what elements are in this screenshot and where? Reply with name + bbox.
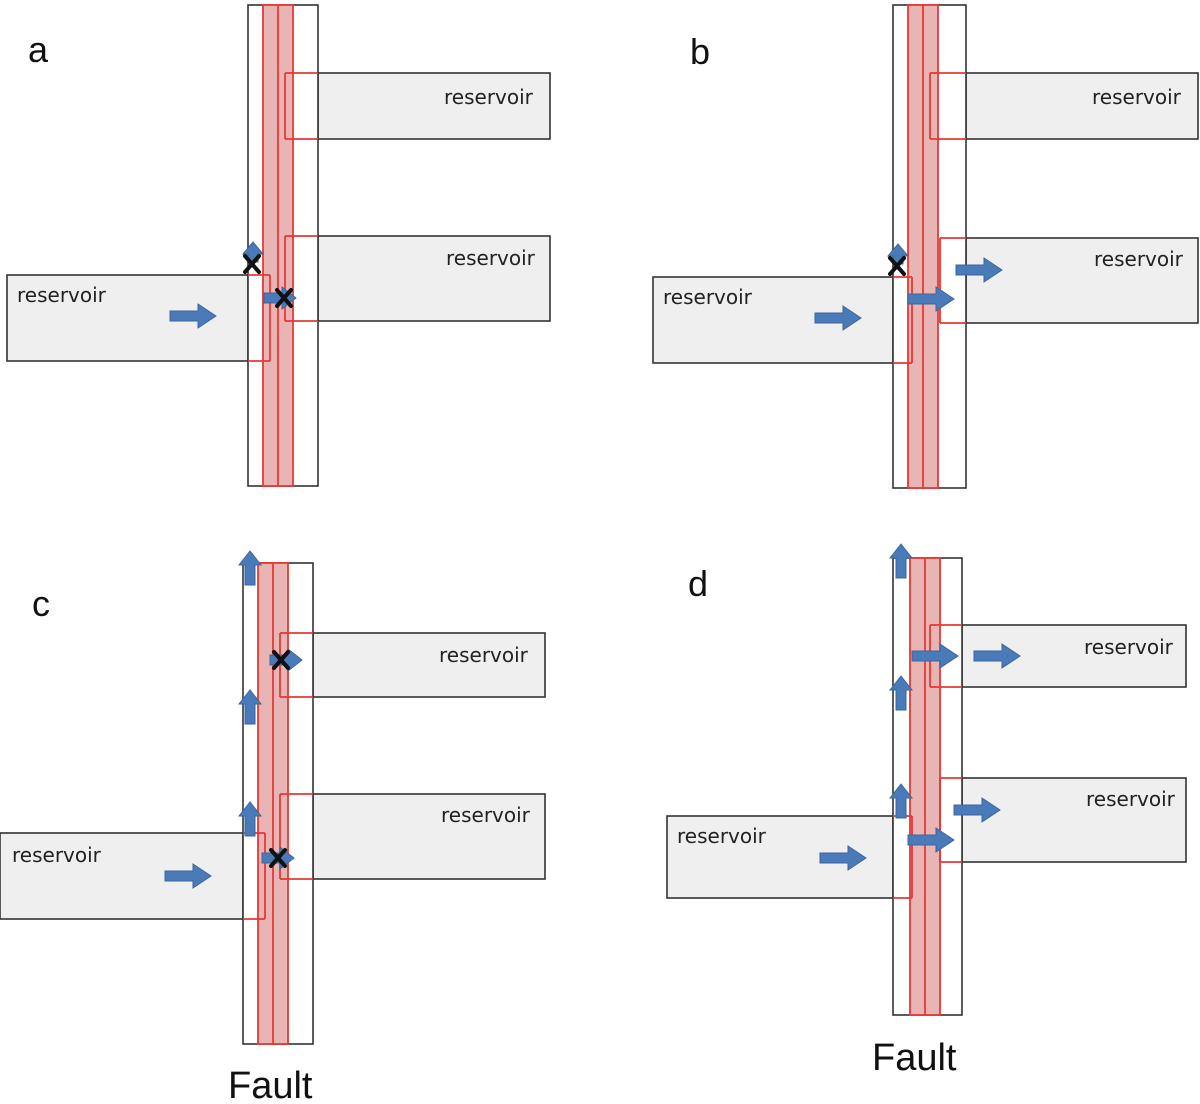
reservoir-middle-right [312,793,546,880]
reservoir-label: reservoir [17,283,107,307]
fault-label: Fault [228,1065,313,1104]
reservoir-label: reservoir [663,285,753,309]
reservoir-label: reservoir [1094,247,1184,271]
reservoir-upper-right [312,632,546,698]
reservoir-label: reservoir [441,803,531,827]
reservoir-label: reservoir [1092,85,1182,109]
reservoir-label: reservoir [1086,787,1176,811]
reservoir-label: reservoir [439,643,529,667]
reservoir-middle-right [965,237,1199,324]
panel-c: c reservoir reservoir reservoir Fault [0,550,546,1104]
reservoir-label: reservoir [12,843,102,867]
panel-b: b reservoir reservoir reservoir [652,4,1199,489]
panel-label-c: c [32,583,50,624]
panel-label-d: d [688,563,708,604]
reservoir-middle-right [961,777,1187,863]
reservoir-middle-right [317,235,551,322]
reservoir-upper-right [317,72,551,140]
reservoir-label: reservoir [1084,635,1174,659]
fault-label: Fault [872,1037,957,1079]
reservoir-label: reservoir [677,824,767,848]
panel-d: d reservoir reservoir reservoir Fault [666,543,1187,1079]
panel-label-a: a [28,29,49,70]
panel-label-b: b [690,31,710,72]
panel-a: a reservoir reservoir reservoir [6,4,551,487]
reservoir-label: reservoir [444,85,534,109]
reservoir-label: reservoir [446,246,536,270]
